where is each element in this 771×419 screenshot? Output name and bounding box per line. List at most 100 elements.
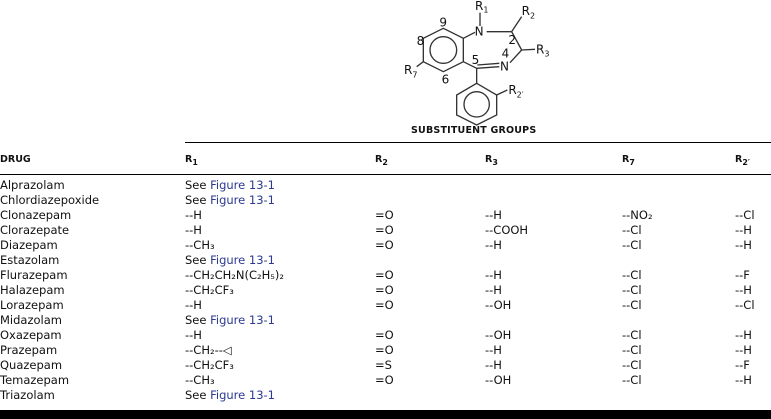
table-row: Temazepam--CH₃=O--OH--Cl--H [0, 373, 771, 388]
r3-cell [485, 388, 622, 403]
r1-cell: See Figure 13-1 [185, 175, 375, 194]
r3-cell [485, 313, 622, 328]
table-row: Prazepam--CH₂--◁=O--H--Cl--H [0, 343, 771, 358]
see-text: See [185, 313, 211, 327]
position-9: 9 [439, 16, 447, 30]
r1-cell: See Figure 13-1 [185, 388, 375, 403]
r2-cell [375, 253, 485, 268]
r2-cell [375, 388, 485, 403]
table-row: Alprazolam See Figure 13-1 [0, 175, 771, 194]
table-row: Quazepam--CH₂CF₃=S--H--Cl--F [0, 358, 771, 373]
header-row: DRUG R1 R2 R3 R7 R2′ [0, 152, 771, 175]
benzodiazepine-structure-diagram: R 1 R 2 R 3 R 7 R 2′ N N 2 4 5 6 8 9 [404, 0, 549, 126]
r1-cell: See Figure 13-1 [185, 193, 375, 208]
r7-cell [622, 175, 735, 194]
r2-cell: =O [375, 268, 394, 282]
r2prime-cell: --F [735, 358, 750, 372]
r2prime-cell: --H [735, 373, 752, 387]
r2-cell: =O [375, 283, 394, 297]
r1-cell: See Figure 13-1 [185, 313, 375, 328]
r1-cell: --CH₂CH₂N(C₂H₅)₂ [185, 268, 284, 282]
r2prime-cell [735, 175, 771, 194]
see-text: See [185, 253, 211, 267]
r7-cell [622, 193, 735, 208]
r7-cell [622, 253, 735, 268]
r2prime-cell: --Cl [735, 208, 755, 222]
r3-sub: 3 [544, 50, 549, 59]
drug-name: Estazolam [0, 253, 60, 267]
drug-name: Temazepam [0, 373, 70, 387]
see-text: See [185, 178, 211, 192]
table-row: Lorazepam--H=O--OH--Cl--Cl [0, 298, 771, 313]
n4-atom: N [500, 60, 509, 74]
drug-name: Quazepam [0, 358, 63, 372]
r3-cell [485, 175, 622, 194]
r1-cell: --CH₂--◁ [185, 343, 232, 357]
r2-cell: =O [375, 208, 394, 222]
header-r1: R1 [185, 154, 198, 167]
figure-link[interactable]: Figure 13-1 [210, 388, 275, 402]
r3-cell: --H [485, 358, 502, 372]
r3-cell: --H [485, 283, 502, 297]
r7-cell: --Cl [622, 343, 642, 357]
table-row: Clonazepam--H=O--H--NO₂--Cl [0, 208, 771, 223]
drug-name: Alprazolam [0, 178, 65, 192]
r2prime-cell: --H [735, 343, 752, 357]
r7-sub: 7 [412, 70, 417, 79]
figure-link[interactable]: Figure 13-1 [210, 193, 275, 207]
r7-cell: --NO₂ [622, 208, 653, 222]
r3-cell: --OH [485, 298, 512, 312]
r1-sub: 1 [483, 6, 488, 15]
r2-label: R [522, 4, 530, 18]
table-row: Clorazepate--H=O--COOH--Cl--H [0, 223, 771, 238]
r2-cell: =O [375, 343, 394, 357]
r1-cell: --H [185, 298, 202, 312]
r3-cell: --H [485, 268, 502, 282]
figure-link[interactable]: Figure 13-1 [210, 313, 275, 327]
r2prime-cell: --H [735, 283, 752, 297]
drug-name: Chlordiazepoxide [0, 193, 100, 207]
figure-link[interactable]: Figure 13-1 [210, 178, 275, 192]
r2-cell: =S [375, 358, 392, 372]
position-4: 4 [502, 46, 510, 60]
r2-cell: =O [375, 238, 394, 252]
r7-cell [622, 388, 735, 403]
r1-cell: --CH₃ [185, 238, 215, 252]
r1-cell: --H [185, 208, 202, 222]
r2prime-cell: --H [735, 328, 752, 342]
drug-name: Lorazepam [0, 298, 64, 312]
table-row: Halazepam--CH₂CF₃=O--H--Cl--H [0, 283, 771, 298]
drug-name: Midazolam [0, 313, 62, 327]
r1-cell: --H [185, 328, 202, 342]
r3-cell: --COOH [485, 223, 529, 237]
position-8: 8 [417, 34, 425, 48]
r7-cell: --Cl [622, 358, 642, 372]
r2prime-cell: --H [735, 223, 752, 237]
see-text: See [185, 388, 211, 402]
header-drug: DRUG [0, 154, 31, 165]
figure-link[interactable]: Figure 13-1 [210, 253, 275, 267]
see-text: See [185, 193, 211, 207]
r2prime-label: R [508, 83, 516, 97]
drug-name: Clorazepate [0, 223, 70, 237]
r2prime-cell [735, 388, 771, 403]
r3-cell: --OH [485, 328, 512, 342]
r2-sub: 2 [530, 11, 535, 20]
r7-cell: --Cl [622, 223, 642, 237]
r7-cell: --Cl [622, 268, 642, 282]
r2prime-cell: --Cl [735, 298, 755, 312]
r7-cell: --Cl [622, 298, 642, 312]
drug-name: Diazepam [0, 238, 58, 252]
r3-cell: --H [485, 238, 502, 252]
drug-name: Oxazepam [0, 328, 62, 342]
r7-cell [622, 313, 735, 328]
r3-cell: --H [485, 343, 502, 357]
r3-cell: --OH [485, 373, 512, 387]
r7-cell: --Cl [622, 283, 642, 297]
table-row: Midazolam See Figure 13-1 [0, 313, 771, 328]
r1-cell: --CH₃ [185, 373, 215, 387]
r1-cell: See Figure 13-1 [185, 253, 375, 268]
header-r7: R7 [622, 154, 635, 167]
